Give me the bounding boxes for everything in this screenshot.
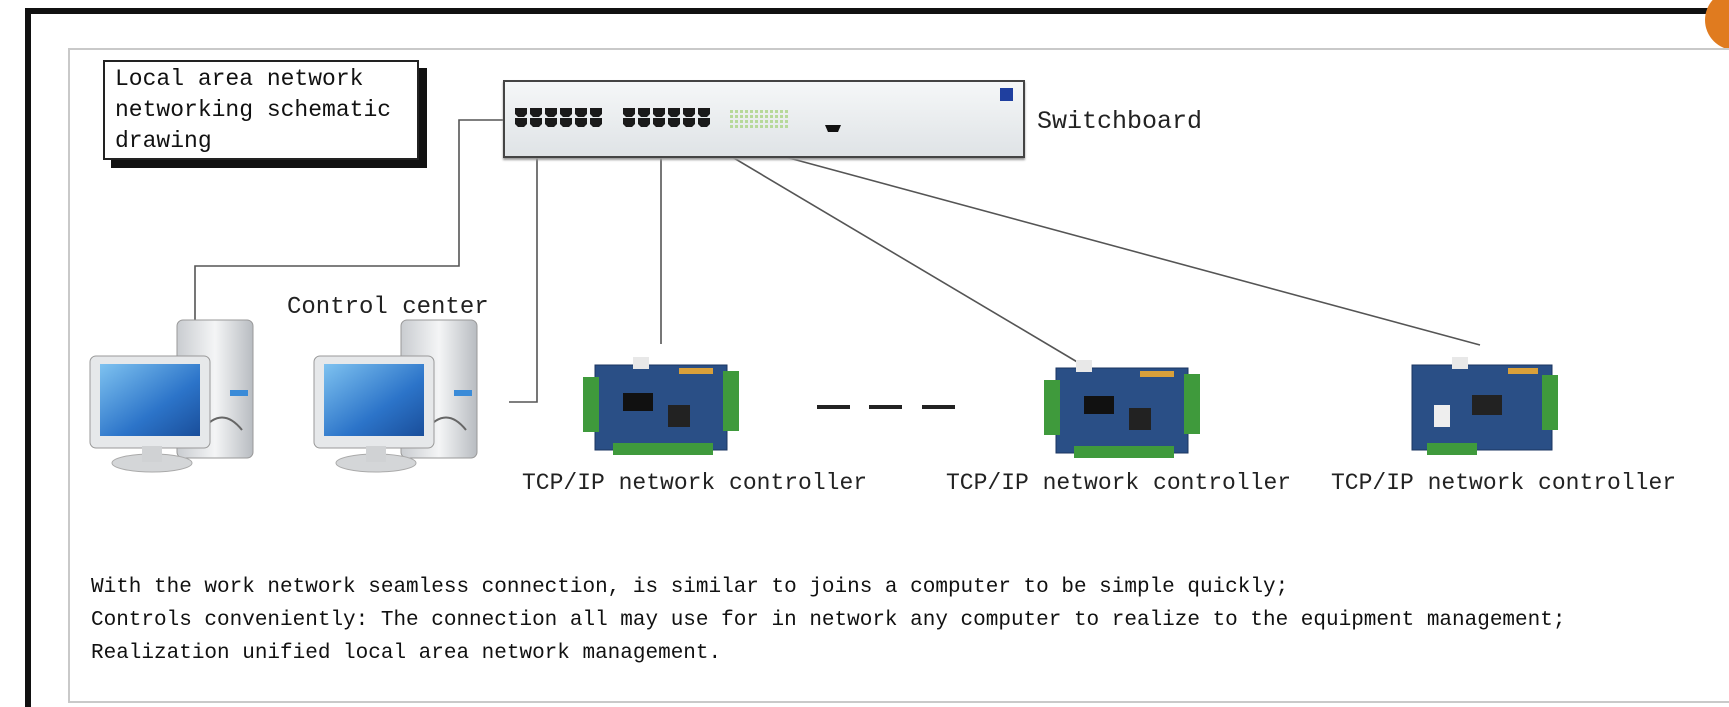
status-led <box>775 110 778 113</box>
link-pc1-switch <box>194 119 525 322</box>
status-led <box>745 125 748 128</box>
status-led <box>765 120 768 123</box>
status-led-grid <box>730 110 788 128</box>
ethernet-port <box>590 118 602 127</box>
status-led <box>745 115 748 118</box>
description-line-2: Controls conveniently: The connection al… <box>91 609 1566 632</box>
ethernet-port <box>683 108 695 117</box>
ethernet-port <box>575 118 587 127</box>
dash-2 <box>869 405 902 409</box>
status-led <box>740 115 743 118</box>
status-led <box>735 120 738 123</box>
ethernet-port <box>668 108 680 117</box>
ethernet-port <box>515 118 527 127</box>
status-led <box>750 115 753 118</box>
controller-label-1: TCP/IP network controller <box>522 470 868 496</box>
status-led <box>730 120 733 123</box>
switchboard-label: Switchboard <box>1037 107 1203 136</box>
port-group-left <box>515 108 602 127</box>
status-led <box>755 110 758 113</box>
description-line-3: Realization unified local area network m… <box>91 642 722 665</box>
ethernet-port <box>590 108 602 117</box>
status-led <box>775 125 778 128</box>
status-led <box>770 115 773 118</box>
status-led <box>765 115 768 118</box>
ethernet-port <box>668 118 680 127</box>
description-block: With the work network seamless connectio… <box>91 571 1565 670</box>
controller-label-2: TCP/IP network controller <box>946 470 1292 496</box>
status-led <box>785 110 788 113</box>
status-led <box>730 110 733 113</box>
status-led <box>780 115 783 118</box>
ethernet-port <box>638 108 650 117</box>
ethernet-port <box>638 118 650 127</box>
status-led <box>780 110 783 113</box>
status-led <box>760 110 763 113</box>
status-led <box>760 125 763 128</box>
ethernet-port <box>545 108 557 117</box>
status-led <box>745 110 748 113</box>
switch-ports <box>515 88 1013 132</box>
ethernet-port <box>575 108 587 117</box>
status-led <box>740 125 743 128</box>
port-group-right <box>623 108 710 127</box>
ethernet-port <box>560 108 572 117</box>
status-led <box>745 120 748 123</box>
status-led <box>785 120 788 123</box>
link-controller3-switch <box>714 137 1481 346</box>
status-led <box>750 110 753 113</box>
status-led <box>750 125 753 128</box>
status-led <box>735 115 738 118</box>
status-led <box>755 120 758 123</box>
status-led <box>735 125 738 128</box>
status-led <box>735 110 738 113</box>
dash-1 <box>817 405 850 409</box>
status-led <box>775 115 778 118</box>
control-center-label: Control center <box>287 294 489 321</box>
switchboard-device <box>503 80 1025 158</box>
diagram-title-box: Local area network networking schematic … <box>103 60 419 160</box>
status-led <box>765 110 768 113</box>
status-led <box>750 120 753 123</box>
status-led <box>755 125 758 128</box>
ethernet-port <box>623 118 635 127</box>
ethernet-port <box>530 108 542 117</box>
ethernet-port <box>545 118 557 127</box>
ethernet-port <box>530 118 542 127</box>
link-controller2-switch <box>689 131 1085 367</box>
ethernet-port <box>623 108 635 117</box>
status-led <box>755 115 758 118</box>
description-line-1: With the work network seamless connectio… <box>91 576 1289 599</box>
status-led <box>785 125 788 128</box>
status-led <box>770 120 773 123</box>
ethernet-port <box>683 118 695 127</box>
ethernet-port <box>698 118 710 127</box>
status-led <box>730 115 733 118</box>
ethernet-port <box>560 118 572 127</box>
ethernet-port <box>698 108 710 117</box>
status-led <box>775 120 778 123</box>
status-led <box>760 120 763 123</box>
status-led <box>740 120 743 123</box>
status-led <box>760 115 763 118</box>
status-led <box>740 110 743 113</box>
status-led <box>770 110 773 113</box>
ethernet-port <box>653 108 665 117</box>
status-led <box>765 125 768 128</box>
status-led <box>780 125 783 128</box>
status-led <box>780 120 783 123</box>
status-led <box>785 115 788 118</box>
status-led <box>730 125 733 128</box>
power-indicator <box>1000 88 1013 101</box>
controller-label-3: TCP/IP network controller <box>1331 470 1677 496</box>
link-pc2-switch <box>509 126 538 403</box>
status-led <box>770 125 773 128</box>
dash-3 <box>922 405 955 409</box>
console-port <box>825 125 841 132</box>
ethernet-port <box>653 118 665 127</box>
ethernet-port <box>515 108 527 117</box>
